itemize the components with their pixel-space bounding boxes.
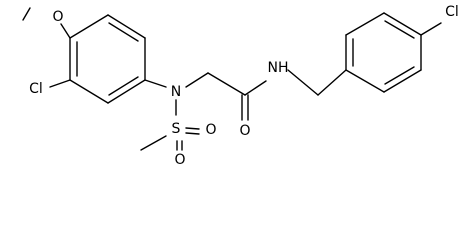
- amide-nh-label: NH: [268, 60, 289, 76]
- bond: [244, 80, 267, 96]
- bond: [317, 69, 347, 96]
- bond: [108, 76, 139, 96]
- bond: [144, 79, 167, 88]
- chemical-structure: O Cl N S O O O NH Cl: [22, 4, 459, 168]
- bond: [60, 23, 71, 39]
- bond: [108, 22, 139, 42]
- bond: [22, 7, 31, 21]
- bond: [185, 132, 200, 135]
- bond: [383, 69, 422, 93]
- carbonyl-oxygen-label: O: [239, 123, 250, 139]
- sulfonyl-oxygen-bottom-label: O: [174, 152, 185, 168]
- bond: [384, 66, 415, 85]
- bond: [69, 14, 109, 39]
- bond: [207, 72, 246, 96]
- ring2-chlorine-label: Cl: [445, 4, 459, 20]
- bonds: [22, 7, 442, 151]
- atom-labels: O Cl N S O O O NH Cl: [29, 4, 459, 168]
- bond: [107, 79, 146, 104]
- bond: [140, 135, 167, 151]
- sulfonamide-nitrogen-label: N: [171, 84, 181, 100]
- sulfur-label: S: [172, 121, 181, 137]
- bond: [384, 20, 415, 39]
- bond: [49, 79, 71, 88]
- bond: [383, 12, 422, 36]
- bond: [185, 72, 209, 88]
- bond: [185, 127, 200, 130]
- bond: [345, 12, 385, 36]
- bond: [420, 22, 442, 36]
- bond: [107, 14, 146, 39]
- ring1-chlorine-label: Cl: [29, 81, 43, 97]
- methoxy-oxygen-label: O: [52, 9, 63, 25]
- bond: [345, 69, 385, 93]
- sulfonyl-oxygen-right-label: O: [205, 122, 216, 138]
- bond: [69, 79, 109, 104]
- bond: [287, 69, 319, 96]
